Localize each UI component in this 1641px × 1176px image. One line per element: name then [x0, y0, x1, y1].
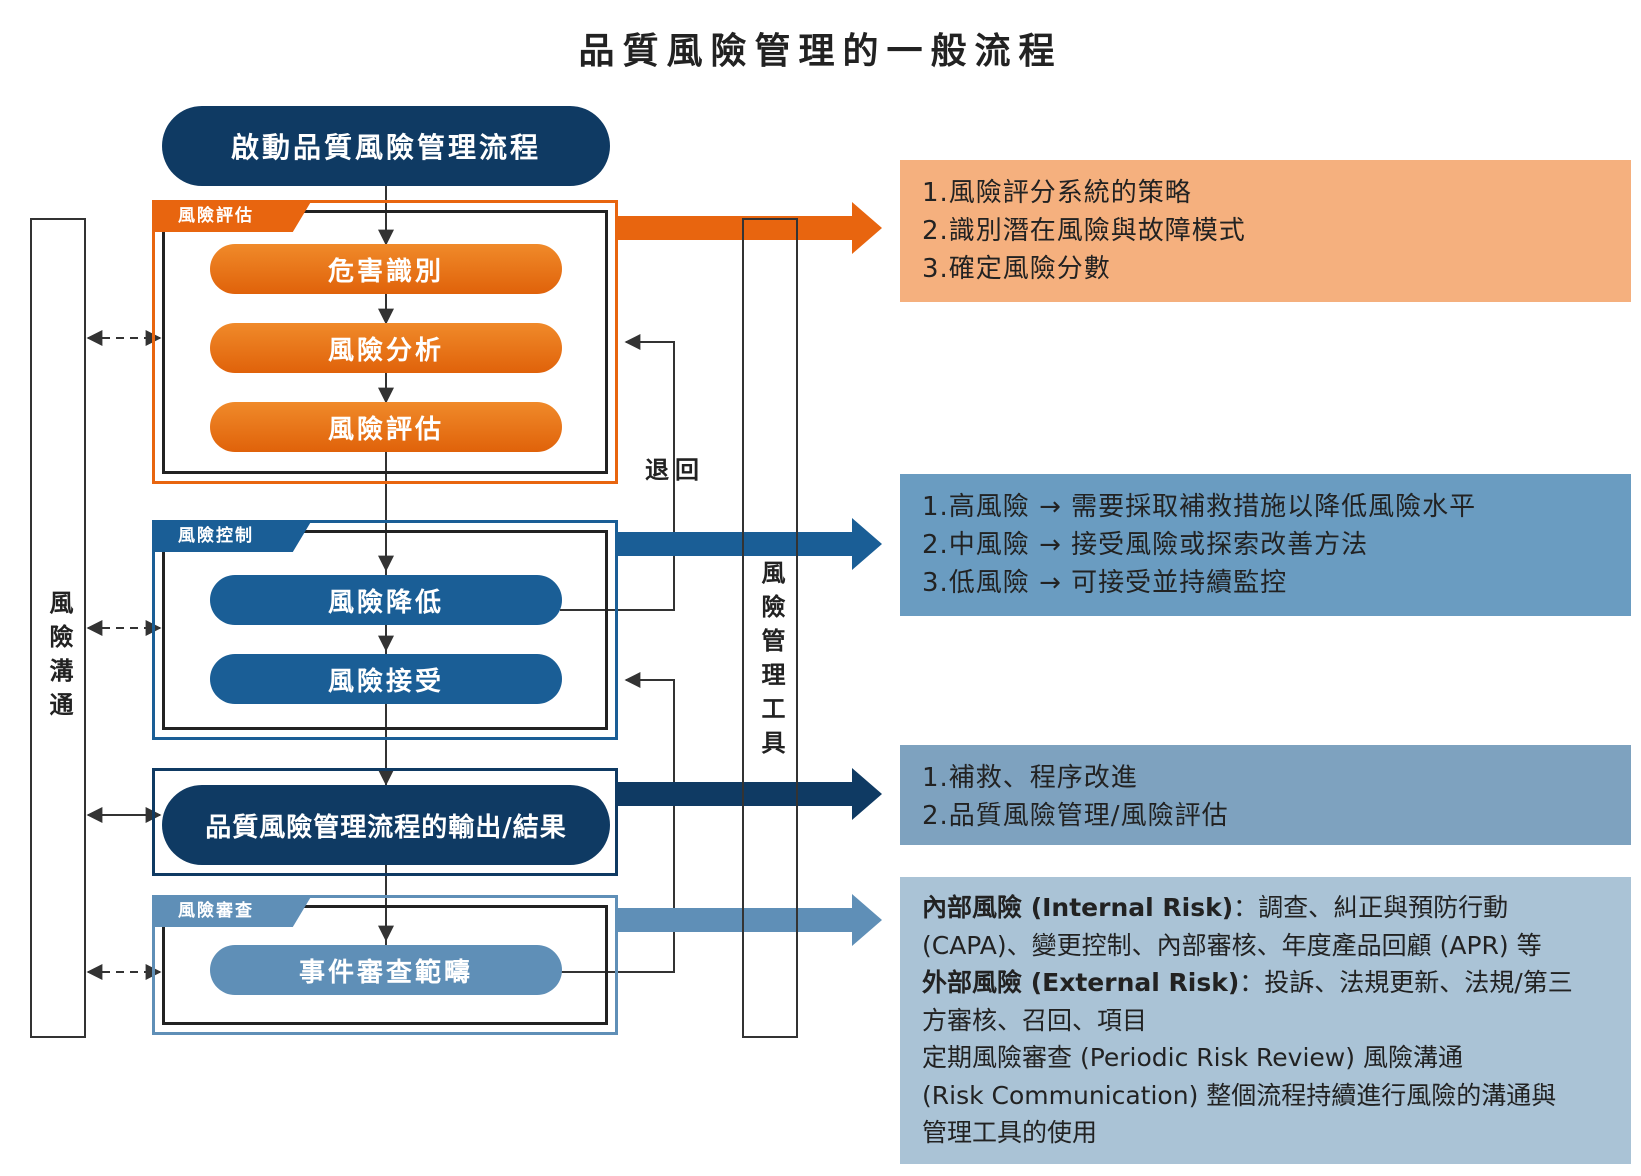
return-label: 退回 [645, 456, 705, 484]
output-frame [152, 768, 618, 876]
step-risk-analysis: 風險分析 [210, 323, 562, 373]
step-risk-evaluation: 風險評估 [210, 402, 562, 452]
info-line: 1.高風險 → 需要採取補救措施以降低風險水平 [922, 492, 1477, 522]
info-line: (Risk Communication) 整個流程持續進行風險的溝通與 [922, 1080, 1557, 1110]
info-line: 2.中風險 → 接受風險或探索改善方法 [922, 530, 1369, 560]
assessment-tab: 風險評估 [152, 200, 312, 232]
assessment-inner-frame [162, 210, 608, 474]
step-event-review-scope: 事件審查範疇 [210, 945, 562, 995]
info-box-assessment: 1.風險評分系統的策略 2.識別潛在風險與故障模式 3.確定風險分數 [900, 160, 1631, 302]
info-line: 3.低風險 → 可接受並持續監控 [922, 568, 1288, 598]
info-line: 1.補救、程序改進 [922, 763, 1138, 793]
info-line: (CAPA)、變更控制、內部審核、年度產品回顧 (APR) 等 [922, 930, 1542, 960]
assessment-frame [152, 200, 618, 484]
info-line: 1.風險評分系統的策略 [922, 178, 1192, 208]
info-box-control: 1.高風險 → 需要採取補救措施以降低風險水平 2.中風險 → 接受風險或探索改… [900, 474, 1631, 616]
info-line: 管理工具的使用 [922, 1118, 1098, 1147]
review-frame [152, 895, 618, 1035]
page-title: 品質風險管理的一般流程 [578, 31, 1063, 72]
big-arrow-assessment [618, 202, 882, 254]
risk-tools-bar [742, 218, 798, 1038]
info-line: 內部風險 (Internal Risk)：調查、糾正與預防行動 [922, 889, 1609, 927]
review-inner-frame [162, 905, 608, 1025]
control-frame [152, 520, 618, 740]
info-line: 方審核、召回、項目 [922, 1005, 1148, 1035]
control-tab: 風險控制 [152, 520, 312, 552]
internal-risk-label: 內部風險 (Internal Risk) [922, 893, 1234, 922]
info-line: 外部風險 (External Risk)：投訴、法規更新、法規/第三 [922, 964, 1609, 1002]
info-line: 2.品質風險管理/風險評估 [922, 801, 1229, 831]
risk-tools-label: 風險管理工具 [757, 560, 785, 764]
risk-communication-label: 風險溝通 [45, 590, 73, 726]
risk-communication-bar [30, 218, 86, 1038]
review-tab: 風險審查 [152, 895, 312, 927]
output-result-pill: 品質風險管理流程的輸出/結果 [162, 785, 610, 865]
info-box-output: 1.補救、程序改進 2.品質風險管理/風險評估 [900, 745, 1631, 845]
info-line: 3.確定風險分數 [922, 254, 1111, 284]
step-risk-acceptance: 風險接受 [210, 654, 562, 704]
big-arrow-control [618, 518, 882, 570]
info-line: 2.識別潛在風險與故障模式 [922, 216, 1246, 246]
start-process-pill: 啟動品質風險管理流程 [162, 106, 610, 186]
big-arrow-review [618, 894, 882, 946]
external-risk-label: 外部風險 (External Risk) [922, 968, 1240, 997]
info-box-review: 內部風險 (Internal Risk)：調查、糾正與預防行動 (CAPA)、變… [900, 877, 1631, 1164]
big-arrow-output [618, 768, 882, 820]
info-line: 定期風險審查 (Periodic Risk Review) 風險溝通 [922, 1043, 1463, 1072]
control-inner-frame [162, 530, 608, 730]
step-hazard-identification: 危害識別 [210, 244, 562, 294]
internal-risk-text: ：調查、糾正與預防行動 [1233, 893, 1509, 922]
external-risk-text: ：投訴、法規更新、法規/第三 [1239, 968, 1573, 997]
step-risk-reduction: 風險降低 [210, 575, 562, 625]
